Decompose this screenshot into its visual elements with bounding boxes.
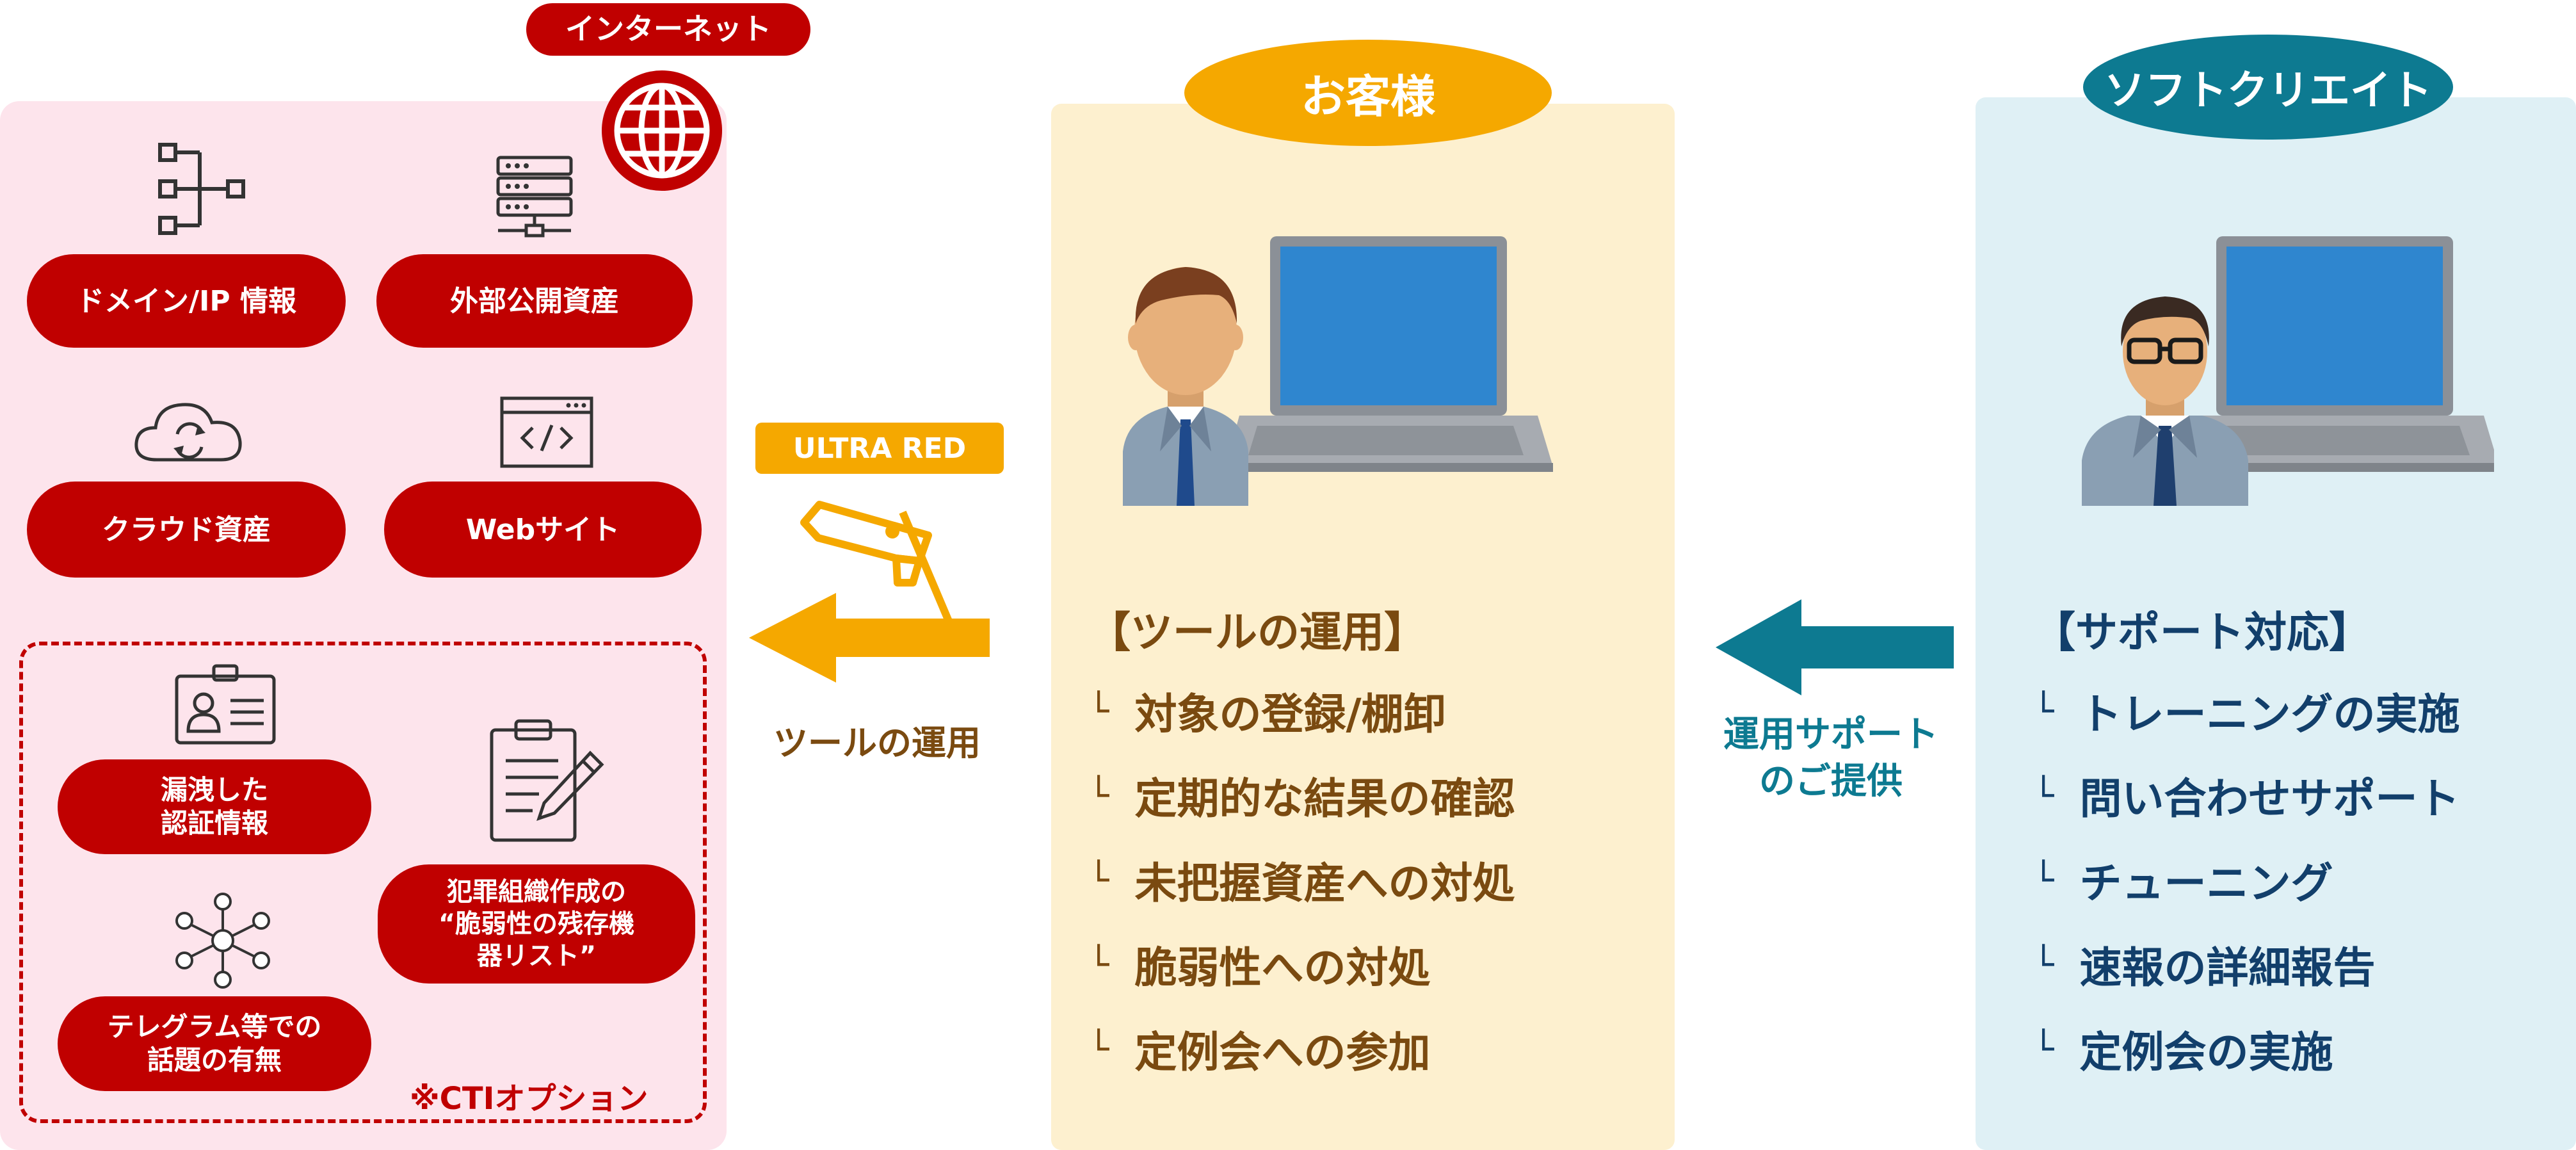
- ultra-red-tag-label: ULTRA RED: [793, 432, 967, 465]
- customer-task-5: └ 定例会への参加: [1088, 1018, 1431, 1080]
- support-task-3: └ チューニング: [2033, 849, 2333, 911]
- customer-person-laptop-illustration: [1123, 236, 1553, 506]
- support-task-4-label: 速報の詳細報告: [2079, 943, 2376, 992]
- list-mark: └: [1088, 859, 1109, 900]
- cloud-sync-icon: [134, 403, 242, 462]
- network-people-icon: [175, 893, 270, 989]
- support-provision-caption: 運用サポート のご提供: [1723, 714, 1938, 802]
- customer-task-5-label: 定例会への参加: [1134, 1028, 1431, 1077]
- customer-header: お客様: [1184, 40, 1552, 146]
- website-label: Webサイト: [465, 513, 620, 546]
- list-mark: └: [1088, 775, 1109, 816]
- leaked-credentials-label: 漏洩した 認証情報: [160, 773, 268, 839]
- vulnerable-device-list: 犯罪組織作成の “脆弱性の残存機 器リスト”: [378, 864, 695, 984]
- customer-task-1-label: 対象の登録/棚卸: [1134, 690, 1446, 739]
- telegram-topics-label: テレグラム等での 話題の有無: [107, 1010, 322, 1076]
- internet-header-label: インターネット: [565, 12, 771, 47]
- customer-task-4-label: 脆弱性への対処: [1134, 943, 1431, 992]
- domain-ip-info: ドメイン/IP 情報: [27, 254, 346, 348]
- list-mark: └: [2033, 859, 2054, 900]
- cloud-assets-label: クラウド資産: [102, 513, 271, 546]
- list-mark: └: [2033, 690, 2054, 731]
- cti-option-label: ※CTIオプション: [410, 1081, 648, 1117]
- support-task-1: └ トレーニングの実施: [2033, 680, 2460, 741]
- ultra-red-tag: ULTRA RED: [755, 423, 1004, 474]
- list-mark: └: [1088, 690, 1109, 731]
- support-task-1-label: トレーニングの実施: [2079, 690, 2460, 739]
- list-mark: └: [1088, 944, 1109, 985]
- customer-task-1: └ 対象の登録/棚卸: [1088, 680, 1446, 741]
- orange-left-arrow: [749, 593, 990, 683]
- clipboard-pencil-icon: [490, 719, 604, 842]
- leaked-credentials: 漏洩した 認証情報: [58, 759, 371, 854]
- support-person-laptop-illustration: [2082, 236, 2494, 506]
- list-mark: └: [2033, 775, 2054, 816]
- domain-ip-info-label: ドメイン/IP 情報: [76, 284, 296, 318]
- customer-task-2-label: 定期的な結果の確認: [1134, 774, 1515, 823]
- cti-option-box: [19, 642, 707, 1123]
- telegram-topics: テレグラム等での 話題の有無: [58, 996, 371, 1091]
- list-mark: └: [1088, 1028, 1109, 1069]
- customer-task-3-label: 未把握資産への対処: [1134, 859, 1515, 908]
- server-icon: [496, 156, 573, 238]
- website: Webサイト: [384, 482, 702, 578]
- external-assets: 外部公開資産: [376, 254, 693, 348]
- tool-operation-caption: ツールの運用: [773, 723, 981, 763]
- teal-left-arrow: [1716, 599, 1954, 695]
- support-task-2-label: 問い合わせサポート: [2079, 774, 2460, 823]
- support-task-5: └ 定例会の実施: [2033, 1018, 2333, 1080]
- web-code-icon: [500, 396, 593, 468]
- customer-task-2: └ 定期的な結果の確認: [1088, 765, 1515, 826]
- customer-task-4: └ 脆弱性への対処: [1088, 934, 1431, 995]
- list-mark: └: [2033, 944, 2054, 985]
- id-card-icon: [175, 664, 276, 745]
- support-task-2: └ 問い合わせサポート: [2033, 765, 2460, 826]
- customer-list-title: 【ツールの運用】: [1088, 608, 1426, 657]
- security-camera-icon: [800, 501, 953, 623]
- internet-header: インターネット: [526, 3, 810, 56]
- support-task-3-label: チューニング: [2079, 859, 2333, 908]
- cloud-assets: クラウド資産: [27, 482, 346, 578]
- support-task-4: └ 速報の詳細報告: [2033, 934, 2376, 995]
- customer-task-3: └ 未把握資産への対処: [1088, 849, 1515, 911]
- list-mark: └: [2033, 1028, 2054, 1069]
- globe-icon: [602, 70, 722, 191]
- softcreate-header-label: ソフトクリエイト: [2104, 67, 2432, 115]
- vulnerable-device-list-label: 犯罪組織作成の “脆弱性の残存機 器リスト”: [438, 877, 635, 971]
- customer-header-label: お客様: [1301, 70, 1435, 123]
- softcreate-list-title: 【サポート対応】: [2033, 608, 2371, 657]
- support-task-5-label: 定例会の実施: [2079, 1028, 2333, 1077]
- external-assets-label: 外部公開資産: [450, 284, 619, 318]
- softcreate-header: ソフトクリエイト: [2083, 35, 2453, 140]
- hierarchy-icon: [158, 143, 245, 235]
